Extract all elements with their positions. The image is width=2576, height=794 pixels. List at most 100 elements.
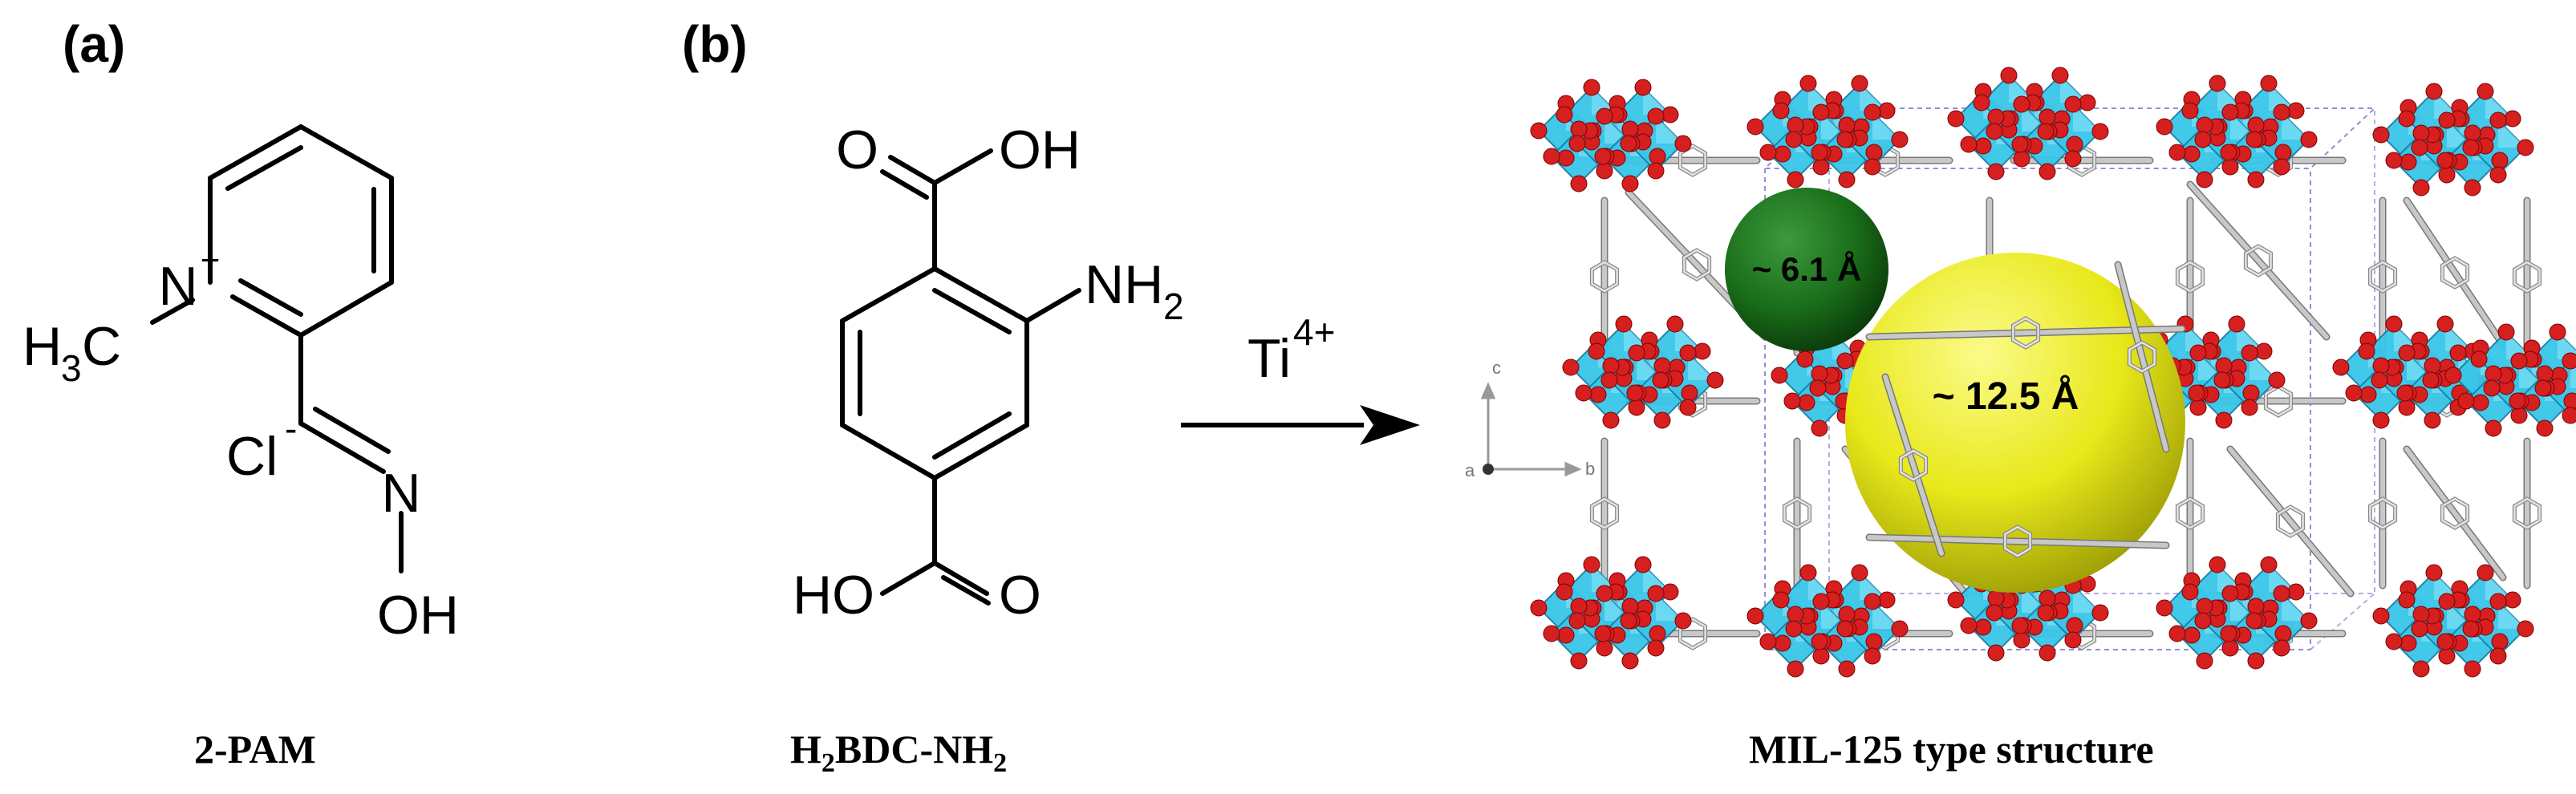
2-pam-ring-nitrogen: N bbox=[158, 256, 197, 317]
oxygen-atom bbox=[1570, 598, 1588, 615]
oxygen-atom bbox=[2064, 631, 2082, 649]
oxygen-atom bbox=[2038, 589, 2056, 607]
oxygen-atom bbox=[1960, 136, 1978, 153]
oxygen-atom bbox=[1987, 589, 2005, 607]
large-pore-label: ~ 12.5 Å bbox=[1933, 375, 2079, 418]
oxygen-atom bbox=[2464, 179, 2481, 196]
oxygen-atom bbox=[1812, 158, 1830, 176]
axis-indicator bbox=[1480, 382, 1582, 477]
oxygen-atom bbox=[2536, 365, 2554, 383]
linker-ring-highlight bbox=[2441, 497, 2468, 529]
oxygen-atom bbox=[2221, 639, 2239, 657]
linker bbox=[2188, 182, 2329, 339]
ti-octahedron-face bbox=[2485, 573, 2513, 600]
oxygen-atom bbox=[2196, 171, 2213, 188]
oxygen-atom bbox=[2221, 103, 2239, 121]
linker bbox=[1867, 535, 2168, 548]
oxygen-atom bbox=[2438, 166, 2456, 184]
linker bbox=[2228, 447, 2353, 596]
oxygen-atom bbox=[1864, 103, 1881, 121]
oxygen-atom bbox=[2245, 131, 2263, 148]
linker-ring-highlight bbox=[2176, 261, 2204, 293]
oxygen-atom bbox=[2038, 108, 2056, 126]
oxygen-atom bbox=[1661, 583, 1679, 601]
oxygen-atom bbox=[1746, 118, 1764, 136]
oxygen-atom bbox=[1838, 116, 1856, 134]
oxygen-atom bbox=[1570, 652, 1588, 670]
2-pam-oxime-nitrogen: N bbox=[381, 463, 420, 524]
oxygen-atom bbox=[1583, 79, 1600, 96]
oxygen-atom bbox=[2156, 599, 2173, 617]
oxygen-atom bbox=[2422, 371, 2440, 389]
oxygen-atom bbox=[1891, 131, 1909, 148]
oxygen-atom bbox=[2436, 152, 2454, 169]
oxygen-atom bbox=[1557, 149, 1575, 167]
oxygen-atom bbox=[1759, 144, 1777, 161]
linker-ring-highlight bbox=[2245, 245, 2272, 277]
ti-octahedron-face bbox=[2073, 585, 2100, 613]
oxygen-atom bbox=[1626, 384, 1644, 402]
oxygen-atom bbox=[1787, 660, 1804, 678]
oxygen-atom bbox=[2168, 625, 2186, 642]
oxygen-atom bbox=[1787, 171, 1804, 188]
oxygen-atom bbox=[2497, 323, 2515, 341]
h2bdc-top-carbonyl-o: O bbox=[836, 120, 878, 180]
oxygen-atom bbox=[2485, 419, 2502, 437]
oxygen-atom bbox=[1787, 116, 1804, 134]
oxygen-atom bbox=[2189, 344, 2207, 362]
oxygen-atom bbox=[2411, 620, 2428, 638]
oxygen-atom bbox=[1570, 120, 1588, 138]
oxygen-atom bbox=[1649, 148, 1666, 165]
ti-octahedron-face bbox=[1643, 87, 1670, 115]
linker-ring-highlight bbox=[1900, 449, 1927, 481]
oxygen-atom bbox=[2091, 123, 2109, 140]
oxygen-atom bbox=[2038, 163, 2056, 180]
oxygen-atom bbox=[1787, 606, 1804, 623]
oxygen-atom bbox=[2536, 419, 2554, 437]
oxygen-atom bbox=[2534, 379, 2552, 397]
oxygen-atom bbox=[2457, 392, 2475, 410]
oxygen-atom bbox=[1746, 607, 1764, 625]
oxygen-atom bbox=[1811, 144, 1828, 161]
oxygen-atom bbox=[1706, 371, 1724, 389]
oxygen-atom bbox=[2300, 131, 2318, 148]
oxygen-atom bbox=[1864, 647, 1881, 665]
mil-125-front-linkers bbox=[1865, 261, 2186, 558]
oxygen-atom bbox=[2228, 315, 2245, 333]
linker-ring-highlight bbox=[2513, 261, 2541, 293]
oxygen-atom bbox=[1568, 612, 1586, 630]
oxygen-atom bbox=[1556, 106, 1573, 124]
oxygen-atom bbox=[1621, 598, 1639, 615]
oxygen-atom bbox=[1811, 419, 1828, 437]
unit-cell-front bbox=[1764, 168, 2311, 650]
oxygen-atom bbox=[1653, 357, 1671, 375]
oxygen-atom bbox=[2220, 144, 2237, 161]
oxygen-atom bbox=[1588, 342, 1605, 360]
oxygen-atom bbox=[1836, 131, 1854, 148]
ti-octahedron-face bbox=[2060, 75, 2087, 103]
2-pam-negative-charge: - bbox=[285, 407, 297, 449]
oxygen-atom bbox=[2424, 357, 2441, 375]
linker-ring-highlight bbox=[2441, 257, 2468, 289]
oxygen-atom bbox=[1602, 357, 1620, 375]
oxygen-atom bbox=[1973, 94, 1990, 111]
oxygen-atom bbox=[1600, 371, 1618, 389]
oxygen-atom bbox=[1666, 315, 1684, 333]
oxygen-atom bbox=[2491, 152, 2509, 169]
oxygen-atom bbox=[2194, 131, 2212, 148]
linker bbox=[1867, 326, 2185, 339]
oxygen-atom bbox=[1543, 148, 1560, 165]
oxygen-atom bbox=[2260, 556, 2278, 573]
2-pam-structure bbox=[150, 124, 404, 573]
oxygen-atom bbox=[2273, 585, 2290, 602]
oxygen-atom bbox=[1838, 606, 1856, 623]
oxygen-atom bbox=[2213, 371, 2231, 389]
oxygen-atom bbox=[2196, 652, 2213, 670]
oxygen-atom bbox=[2215, 357, 2233, 375]
oxygen-atom bbox=[2181, 583, 2199, 601]
oxygen-atom bbox=[1811, 633, 1828, 650]
oxygen-atom bbox=[1987, 163, 2005, 180]
oxygen-atom bbox=[1575, 384, 1592, 402]
oxygen-atom bbox=[1987, 108, 2005, 126]
ti-octahedron-face bbox=[2498, 602, 2525, 629]
